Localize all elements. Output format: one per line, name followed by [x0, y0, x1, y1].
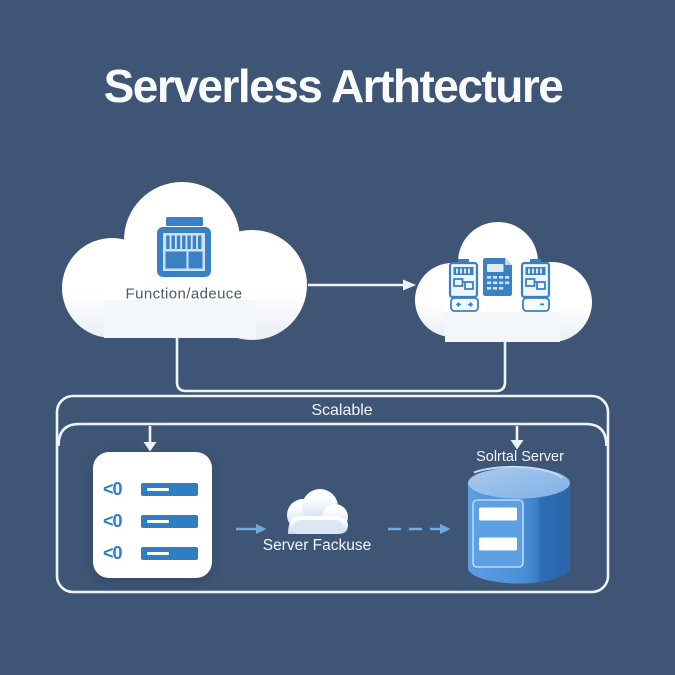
code-bar-dash	[147, 552, 169, 555]
database-cylinder	[468, 465, 570, 584]
function-cloud-shape	[62, 182, 307, 340]
code-tag-icon: <0	[103, 511, 123, 531]
module-card-icon	[448, 259, 479, 299]
code-row: <0	[93, 543, 212, 563]
code-row: <0	[93, 479, 212, 499]
code-panel: <0 <0 <0	[93, 452, 212, 578]
server-cloud-shape	[287, 489, 348, 534]
page-title: Serverless Arthtecture	[103, 60, 564, 112]
clouds-to-box-bracket	[175, 336, 507, 393]
calculator-receipt-icon	[483, 258, 512, 296]
storage-container-icon	[157, 217, 211, 277]
database-label: Solrtal Server	[476, 449, 564, 465]
cloud-to-db-arrowhead	[440, 524, 451, 534]
module-card-icon	[520, 259, 551, 299]
server-cloud-label: Server Fackuse	[262, 537, 372, 554]
database-record-bar	[479, 537, 517, 551]
down-arrow-right-head	[510, 440, 524, 450]
toggle-chip-icon	[450, 297, 479, 312]
code-bar-dash	[147, 488, 169, 491]
code-bar	[141, 483, 198, 496]
blank-chip-icon	[522, 297, 550, 312]
scalable-outer-box	[55, 394, 610, 594]
code-bar-dash	[147, 520, 169, 523]
function-cloud-label: Function/adeuce	[125, 285, 243, 303]
panel-to-cloud-arrowhead	[256, 524, 267, 534]
connector-lines	[148, 283, 519, 442]
code-row: <0	[93, 511, 212, 531]
down-arrow-left-head	[143, 442, 157, 452]
code-tag-icon: <0	[103, 543, 123, 563]
cloud-to-cloud-arrowhead	[403, 279, 416, 291]
code-bar	[141, 515, 198, 528]
code-bar	[141, 547, 198, 560]
scalable-label: Scalable	[311, 402, 373, 419]
database-record-bar	[479, 507, 517, 521]
scalable-header-divider	[57, 422, 608, 447]
code-tag-icon: <0	[103, 479, 123, 499]
